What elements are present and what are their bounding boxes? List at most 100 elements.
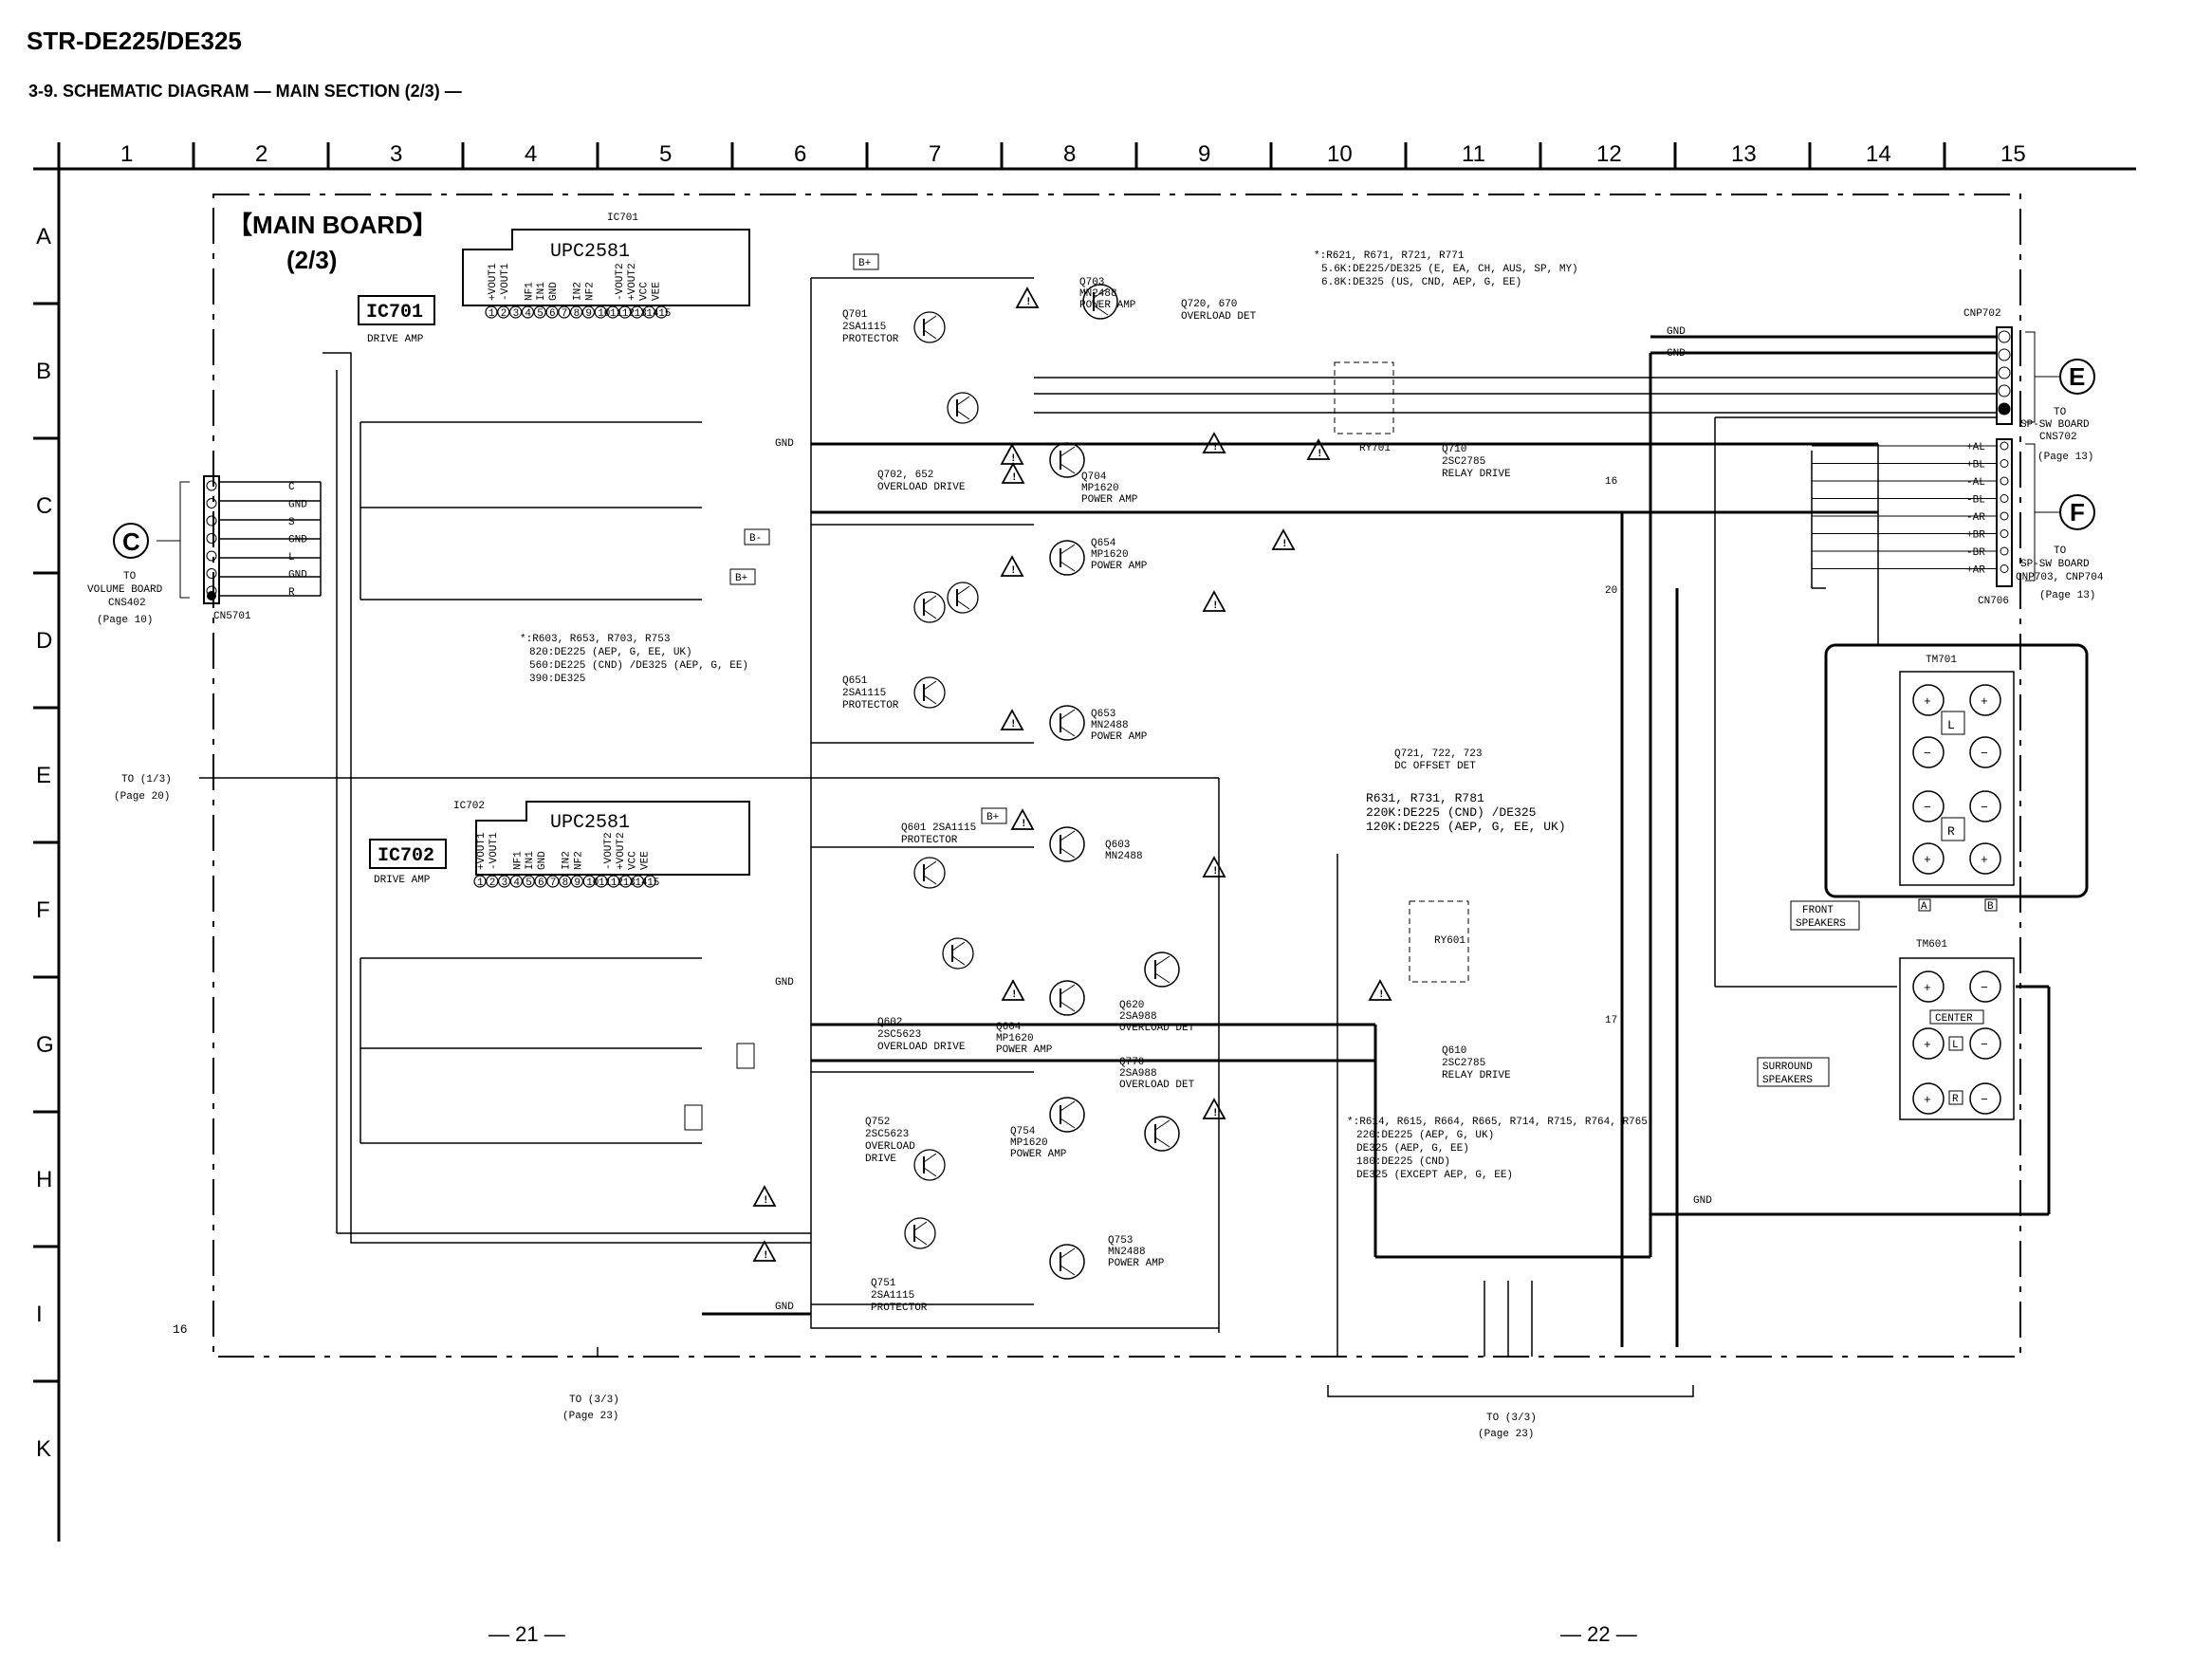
ic-pin-number: 7 (550, 878, 557, 889)
cnp702-pin (1998, 384, 2011, 397)
speaker-terminal-sign: − (1924, 801, 1931, 815)
speaker-terminal (1969, 1082, 2001, 1115)
svg-text:POWER AMP: POWER AMP (1081, 494, 1138, 506)
grid-col-label: 9 (1198, 141, 1210, 167)
connector-c-text-4: (Page 10) (97, 615, 153, 626)
svg-text:POWER AMP: POWER AMP (1079, 300, 1136, 311)
warning-icon: ! (752, 1240, 777, 1262)
block-label-q721: DC OFFSET DET (1394, 761, 1476, 772)
cn706-pin (2000, 511, 2009, 521)
speaker-terminal-sign: + (1924, 981, 1931, 995)
speaker-terminal-sign: − (1981, 1093, 1988, 1107)
block-label-q651: Q651 (842, 675, 868, 687)
cn5701-pin (206, 550, 217, 562)
ic-pin (534, 875, 547, 888)
svg-text:120K:DE225 (AEP, G, EE, UK): 120K:DE225 (AEP, G, EE, UK) (1366, 820, 1566, 834)
warning-icon: ! (1015, 286, 1040, 308)
svg-text:MN2488: MN2488 (1079, 288, 1117, 300)
ic-pin-number: 12 (622, 308, 635, 320)
b-plus-tag-1 (853, 253, 879, 270)
block-label-q610: 2SC2785 (1442, 1058, 1485, 1069)
ic-pin-label: +VOUT1 (476, 832, 488, 870)
speaker-terminal (1969, 684, 2001, 716)
tm701-a-label: A (1921, 901, 1927, 913)
ic-pin (497, 305, 510, 319)
ic-pin-number: 3 (502, 878, 508, 889)
svg-text:220K:DE225 (CND) /DE325: 220K:DE225 (CND) /DE325 (1366, 805, 1536, 820)
ic-pin-number: 15 (647, 878, 659, 889)
block-label-q602: 2SC5623 (877, 1029, 921, 1041)
ic-pin (497, 875, 511, 888)
cn5701-pin-label: C (288, 482, 295, 493)
svg-text:560:DE225 (CND) /DE325 (AEP, G: 560:DE225 (CND) /DE325 (AEP, G, EE) (529, 660, 748, 672)
ic-pin (630, 305, 644, 319)
ic-pin-label: -VOUT1 (488, 832, 500, 870)
ic-pin-label: IN1 (525, 851, 536, 870)
ic-pin (522, 875, 535, 888)
ic-pin-number: 2 (489, 878, 496, 889)
speaker-terminal (1912, 684, 1945, 716)
svg-text:Q654: Q654 (1091, 538, 1116, 549)
connector-c-text-3: CNS402 (108, 598, 146, 609)
svg-text:!: ! (1010, 453, 1017, 465)
grid-col-label: 2 (255, 141, 267, 167)
svg-text:DE325 (AEP, G, EE): DE325 (AEP, G, EE) (1356, 1143, 1469, 1155)
tm601-r-label: R (1952, 1094, 1959, 1105)
ic701-ref: IC701 (366, 302, 423, 323)
ic-pin (631, 875, 645, 888)
front-speakers-line1: FRONT (1802, 905, 1834, 916)
cn5701-pin-label: GND (288, 570, 307, 582)
ic-pin-label: IN1 (536, 282, 547, 301)
cn5701-pin (206, 533, 217, 544)
ic-pin (558, 305, 571, 319)
surround-speakers-line1: SURROUND (1762, 1062, 1813, 1073)
cnp702-pin (1998, 330, 2011, 343)
grid-row-label: G (36, 1032, 54, 1058)
connector-f-text-1: TO (2054, 545, 2067, 557)
svg-text:!: ! (763, 1250, 769, 1262)
b-minus-tag-1 (744, 528, 770, 545)
warning-icon: ! (1202, 856, 1226, 878)
speaker-terminal-sign: − (1981, 747, 1988, 761)
connector-c-text-2: VOLUME BOARD (87, 584, 163, 596)
note-r631: R631, R731, R781 220K:DE225 (CND) /DE325… (1366, 791, 1566, 834)
speaker-terminal (1912, 790, 1945, 822)
ic-pin-number: 9 (585, 308, 592, 320)
grid-row-label: D (36, 628, 52, 654)
transistor-small (904, 1217, 936, 1249)
gnd-label-2: GND (775, 977, 794, 989)
svg-text:!: ! (1317, 449, 1323, 460)
svg-text:!: ! (1025, 297, 1032, 308)
ic-pin (533, 305, 546, 319)
block-label-q751: Q751 (871, 1278, 896, 1289)
svg-text:!: ! (1378, 989, 1385, 1001)
grid-col-label: 10 (1327, 141, 1353, 167)
svg-text:DE325 (EXCEPT AEP, G, EE): DE325 (EXCEPT AEP, G, EE) (1356, 1170, 1513, 1181)
ic-pin-number: 4 (525, 308, 531, 320)
svg-text:Q620: Q620 (1119, 1000, 1144, 1011)
svg-text:OVERLOAD DET: OVERLOAD DET (1119, 1080, 1195, 1091)
speaker-terminal (1969, 1027, 2001, 1060)
document-title: STR-DE225/DE325 (27, 27, 242, 55)
ic-pin (595, 875, 608, 888)
ic-pin-number: 11 (599, 878, 612, 889)
document-subtitle: 3-9. SCHEMATIC DIAGRAM — MAIN SECTION (2… (28, 82, 462, 101)
block-label-q721: Q721, 722, 723 (1394, 748, 1482, 760)
to-3-3-right-page: (Page 23) (1478, 1429, 1534, 1440)
connector-f-text-3: CNP703, CNP704 (2016, 572, 2104, 583)
cn5701-pin (206, 515, 217, 527)
ic-pin-label: IN2 (562, 851, 573, 870)
cn706-label: CN706 (1978, 596, 2009, 607)
page-number-right: — 22 — (1560, 1622, 1637, 1646)
block-label-q610: RELAY DRIVE (1442, 1070, 1511, 1081)
svg-text:Q704: Q704 (1081, 471, 1107, 483)
cn706-pin-label: -BR (1966, 547, 1985, 559)
num-20: 20 (1605, 585, 1617, 597)
svg-text:MP1620: MP1620 (1081, 483, 1119, 494)
grid-col-label: 4 (525, 141, 537, 167)
relay-ry601: RY601 (1434, 935, 1465, 947)
gnd-label-5: GND (1667, 348, 1686, 360)
